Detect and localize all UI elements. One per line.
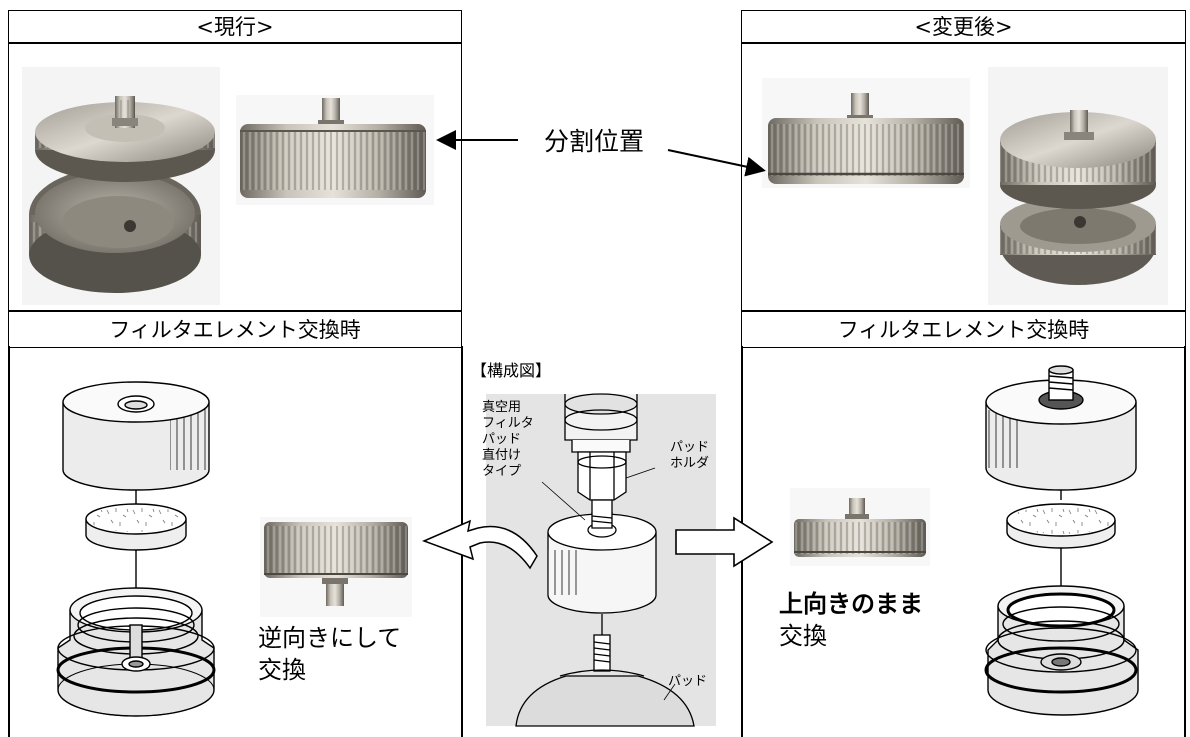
split-position-label: 分割位置 [544,127,645,156]
right-subheader: フィルタエレメント交換時 [741,310,1186,348]
left-flipped-filter-photo [260,517,412,617]
diagram-label-holder-line1: パッド [670,440,710,455]
left-note-line2: 交換 [258,656,306,684]
right-photo-cell [741,42,1186,312]
diagram-label-pad: パッド [668,674,708,689]
left-open-filter-photo [22,67,220,305]
split-arrows [436,130,766,177]
right-closed-filter-photo [762,78,970,188]
diagram-label-filter-line5: タイプ [482,464,522,479]
diagram-label-filter-line2: フィルタ [482,416,534,431]
left-note-line1: 逆向きにして [258,624,402,652]
diagram-label-holder: パッド ホルダ [660,440,709,472]
left-header-text: <現行> [196,15,274,39]
right-block-arrow [675,516,774,568]
split-arrow-right [667,149,766,177]
right-exploded-drawing [984,365,1139,716]
left-subheader: フィルタエレメント交換時 [8,310,462,348]
diagram-label-filter-line3: パッド [482,432,522,447]
left-closed-filter-photo [236,95,434,205]
right-open-filter-photo [988,67,1168,305]
right-header: <変更後> [741,10,1186,44]
right-note: 上向きのまま 交換 [779,588,923,652]
left-photo-cell [8,42,462,312]
diagram-label-filter-line1: 真空用 [482,400,522,415]
center-component-diagram [486,393,716,727]
left-column-border [8,346,10,737]
diagram-label-holder-line2: ホルダ [670,456,710,471]
right-note-line2: 交換 [779,622,827,650]
left-note: 逆向きにして 交換 [258,622,401,686]
right-column-outer-border [1184,346,1186,737]
left-subheader-text: フィルタエレメント交換時 [109,318,361,342]
left-header: <現行> [8,10,462,44]
diagram-label-filter-line4: 直付け [482,448,522,463]
left-exploded-drawing [56,381,216,717]
flip-arrow [421,519,538,570]
right-subheader-text: フィルタエレメント交換時 [837,318,1090,342]
right-note-bold: 上向きのまま [779,590,923,618]
right-header-text: <変更後> [914,15,1013,39]
diagram-label-filter: 真空用 フィルタ パッド 直付け タイプ [482,400,534,480]
diagram-title: 【構成図】 [471,361,552,380]
right-upright-filter-photo [790,488,930,566]
